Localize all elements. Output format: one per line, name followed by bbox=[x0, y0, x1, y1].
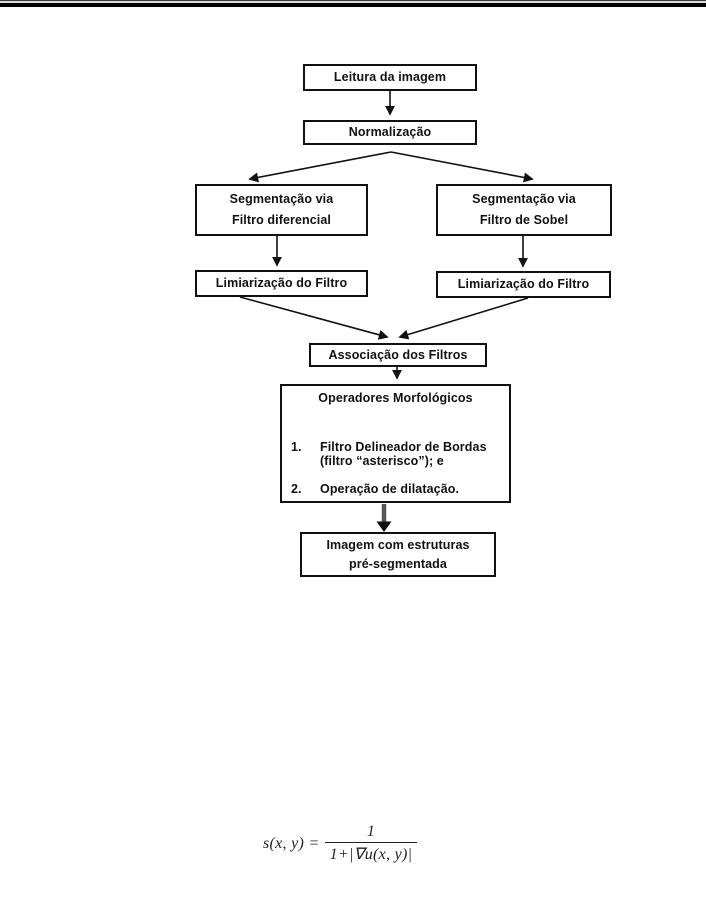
arrow-normalizacao-to-seg-sobel bbox=[390, 151, 534, 183]
box-label-line2: Filtro de Sobel bbox=[479, 213, 569, 227]
flow-box-leitura-da-imagem: Leitura da imagem bbox=[303, 64, 477, 91]
arrow-limiarizacao-esq-to-associacao bbox=[239, 296, 389, 340]
box-label-line2: Filtro diferencial bbox=[231, 213, 332, 227]
box-label-line1: Imagem com estruturas bbox=[326, 537, 470, 552]
arrow-limiarizacao-dir-to-associacao bbox=[398, 297, 529, 340]
flow-box-segmentacao-diferencial: Segmentação via Filtro diferencial bbox=[195, 184, 368, 236]
top-rule-thick bbox=[0, 3, 706, 7]
equation-lhs: s(x, y) = bbox=[263, 834, 320, 852]
equation-fraction: 1 1+|∇u(x, y)| bbox=[324, 823, 418, 864]
flow-box-segmentacao-sobel: Segmentação via Filtro de Sobel bbox=[436, 184, 612, 236]
list-item-1: 1. Filtro Delineador de Bordas (filtro “… bbox=[291, 440, 505, 468]
list-item-2: 2. Operação de dilatação. bbox=[291, 482, 505, 497]
flow-box-imagem-pre-segmentada: Imagem com estruturas pré-segmentada bbox=[300, 532, 496, 577]
box-title: Operadores Morfológicos bbox=[318, 391, 473, 405]
flow-box-limiarizacao-direita: Limiarização do Filtro bbox=[436, 271, 611, 298]
box-label: Limiarização do Filtro bbox=[457, 277, 590, 291]
list-item-number: 1. bbox=[291, 440, 302, 454]
list-item-text: Operação de dilatação. bbox=[320, 482, 505, 497]
flow-box-normalizacao: Normalização bbox=[303, 120, 477, 145]
thick-arrow-operadores-to-final-head bbox=[376, 521, 392, 532]
list-item-text-line2: (filtro “asterisco”); e bbox=[320, 454, 444, 468]
box-label: Leitura da imagem bbox=[333, 70, 447, 84]
page-top-border bbox=[0, 0, 706, 7]
flow-box-operadores-morfologicos: Operadores Morfológicos 1. Filtro Deline… bbox=[280, 384, 511, 503]
equation-speed-function: s(x, y) = 1 1+|∇u(x, y)| bbox=[263, 823, 418, 864]
box-label: Associação dos Filtros bbox=[328, 347, 468, 362]
list-item-number: 2. bbox=[291, 482, 302, 496]
box-label: Limiarização do Filtro bbox=[215, 276, 348, 290]
flow-box-limiarizacao-esquerda: Limiarização do Filtro bbox=[195, 270, 368, 297]
top-rule-gap bbox=[0, 1, 706, 3]
box-label-line2: pré-segmentada bbox=[349, 556, 447, 571]
list-item-text-line1: Filtro Delineador de Bordas bbox=[320, 440, 487, 454]
box-label-line1: Segmentação via bbox=[472, 192, 576, 206]
list-item-text: Filtro Delineador de Bordas (filtro “ast… bbox=[320, 440, 505, 468]
list-item-text-line1: Operação de dilatação. bbox=[320, 482, 460, 496]
box-label-line1: Segmentação via bbox=[229, 192, 334, 206]
flowchart-arrows bbox=[239, 90, 534, 532]
numbered-list: 1. Filtro Delineador de Bordas (filtro “… bbox=[282, 440, 509, 511]
flow-box-associacao-filtros: Associação dos Filtros bbox=[309, 343, 487, 367]
arrow-normalizacao-to-seg-diferencial bbox=[248, 151, 392, 183]
top-rule-thin bbox=[0, 0, 706, 1]
equation-numerator: 1 bbox=[366, 823, 376, 840]
equation-denominator: 1+|∇u(x, y)| bbox=[324, 842, 418, 864]
box-label: Normalização bbox=[348, 125, 432, 139]
